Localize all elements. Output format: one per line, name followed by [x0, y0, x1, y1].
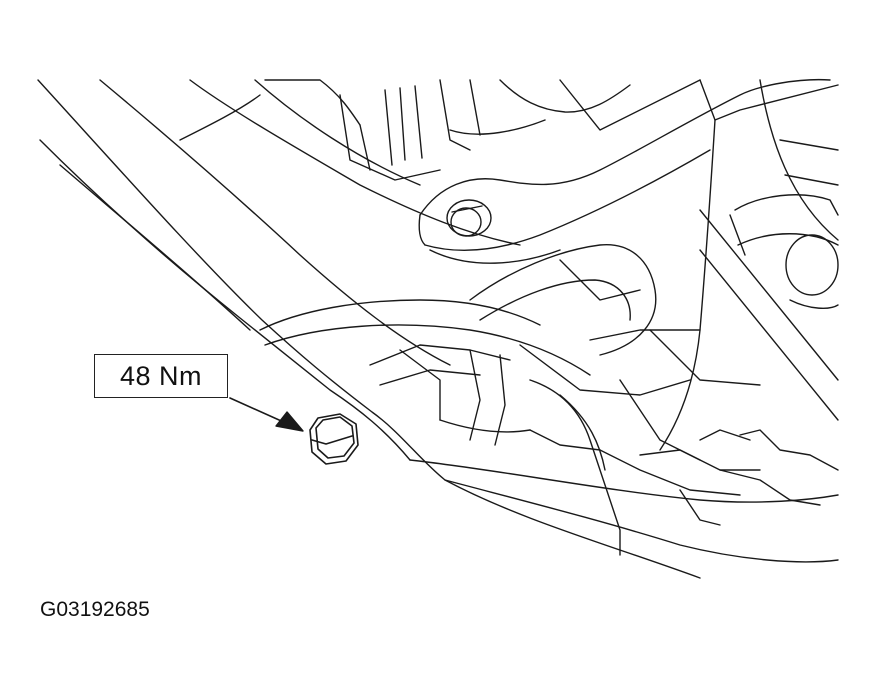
lower-components — [369, 344, 839, 556]
upper-bolt — [446, 199, 492, 237]
figure-id: G03192685 — [40, 598, 150, 621]
pointer-arrow-icon — [229, 397, 304, 432]
lower-arm-outline — [37, 79, 839, 579]
torque-callout: 48 Nm — [94, 354, 228, 398]
hex-bolt-icon — [309, 413, 359, 465]
torque-label: 48 Nm — [119, 360, 203, 391]
upper-housing — [179, 79, 701, 246]
right-structure — [659, 79, 839, 451]
upper-mount-bracket — [418, 78, 831, 264]
inner-bracket — [469, 244, 761, 461]
